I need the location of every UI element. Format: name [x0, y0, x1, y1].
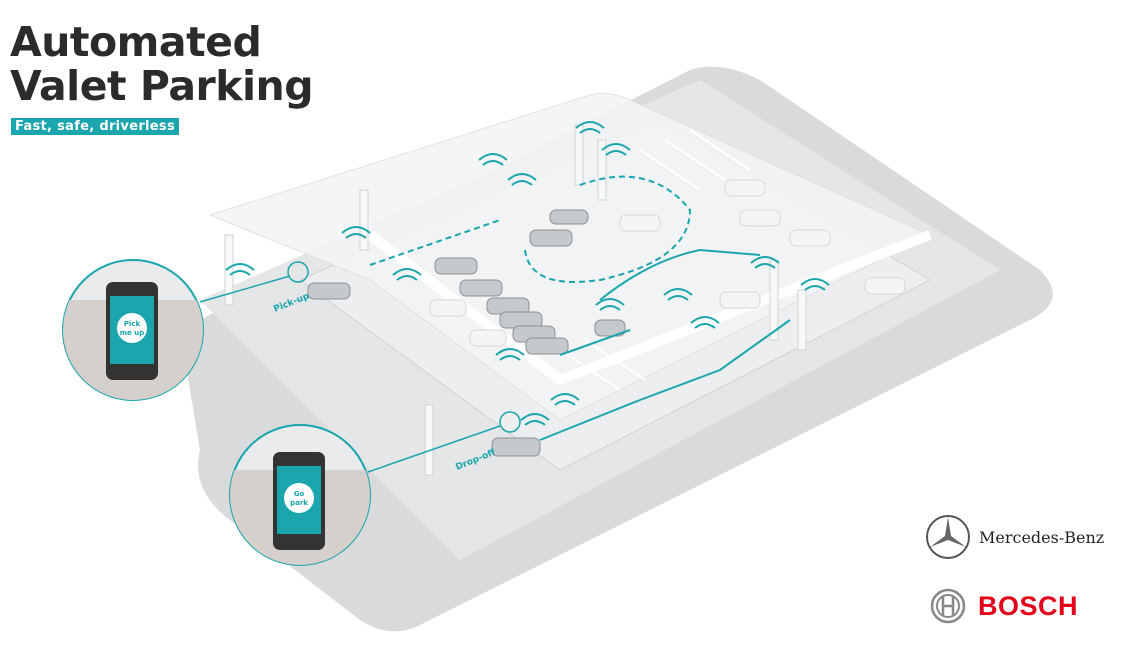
title-line-1: Automated	[10, 18, 262, 66]
title-line-2: Valet Parking	[10, 62, 314, 110]
go-park-button: Go	[294, 490, 305, 498]
bosch-logo: BOSCH	[930, 588, 1078, 624]
ghost-cars	[429, 179, 906, 347]
bosch-wordmark: BOSCH	[978, 590, 1079, 621]
upper-deck-edge	[366, 230, 932, 386]
pickup-person-marker	[287, 261, 309, 283]
pillars	[224, 124, 807, 476]
pickup-phone-bubble: Pick me up	[62, 259, 204, 401]
upper-deck	[208, 92, 932, 421]
subtitle-badge: Fast, safe, driverless	[11, 118, 179, 135]
pickup-connector	[199, 275, 291, 303]
wifi-sensor-icons	[135, 121, 830, 451]
mercedes-benz-wordmark: Mercedes-Benz	[979, 527, 1105, 547]
parked-cars	[307, 209, 626, 457]
parking-lines	[559, 129, 751, 391]
dropoff-person-marker	[499, 411, 521, 433]
pick-me-up-button: Pick	[124, 320, 141, 328]
page-title: Automated Valet Parking	[10, 18, 314, 110]
route-arrows	[369, 175, 791, 441]
pick-me-up-button-line2: me up	[120, 329, 144, 337]
dropoff-connector	[367, 425, 501, 473]
mercedes-star-icon	[926, 515, 970, 559]
mercedes-benz-logo: Mercedes-Benz	[925, 514, 1104, 560]
bosch-armature-icon	[930, 588, 966, 624]
go-park-button-line2: park	[290, 499, 308, 507]
